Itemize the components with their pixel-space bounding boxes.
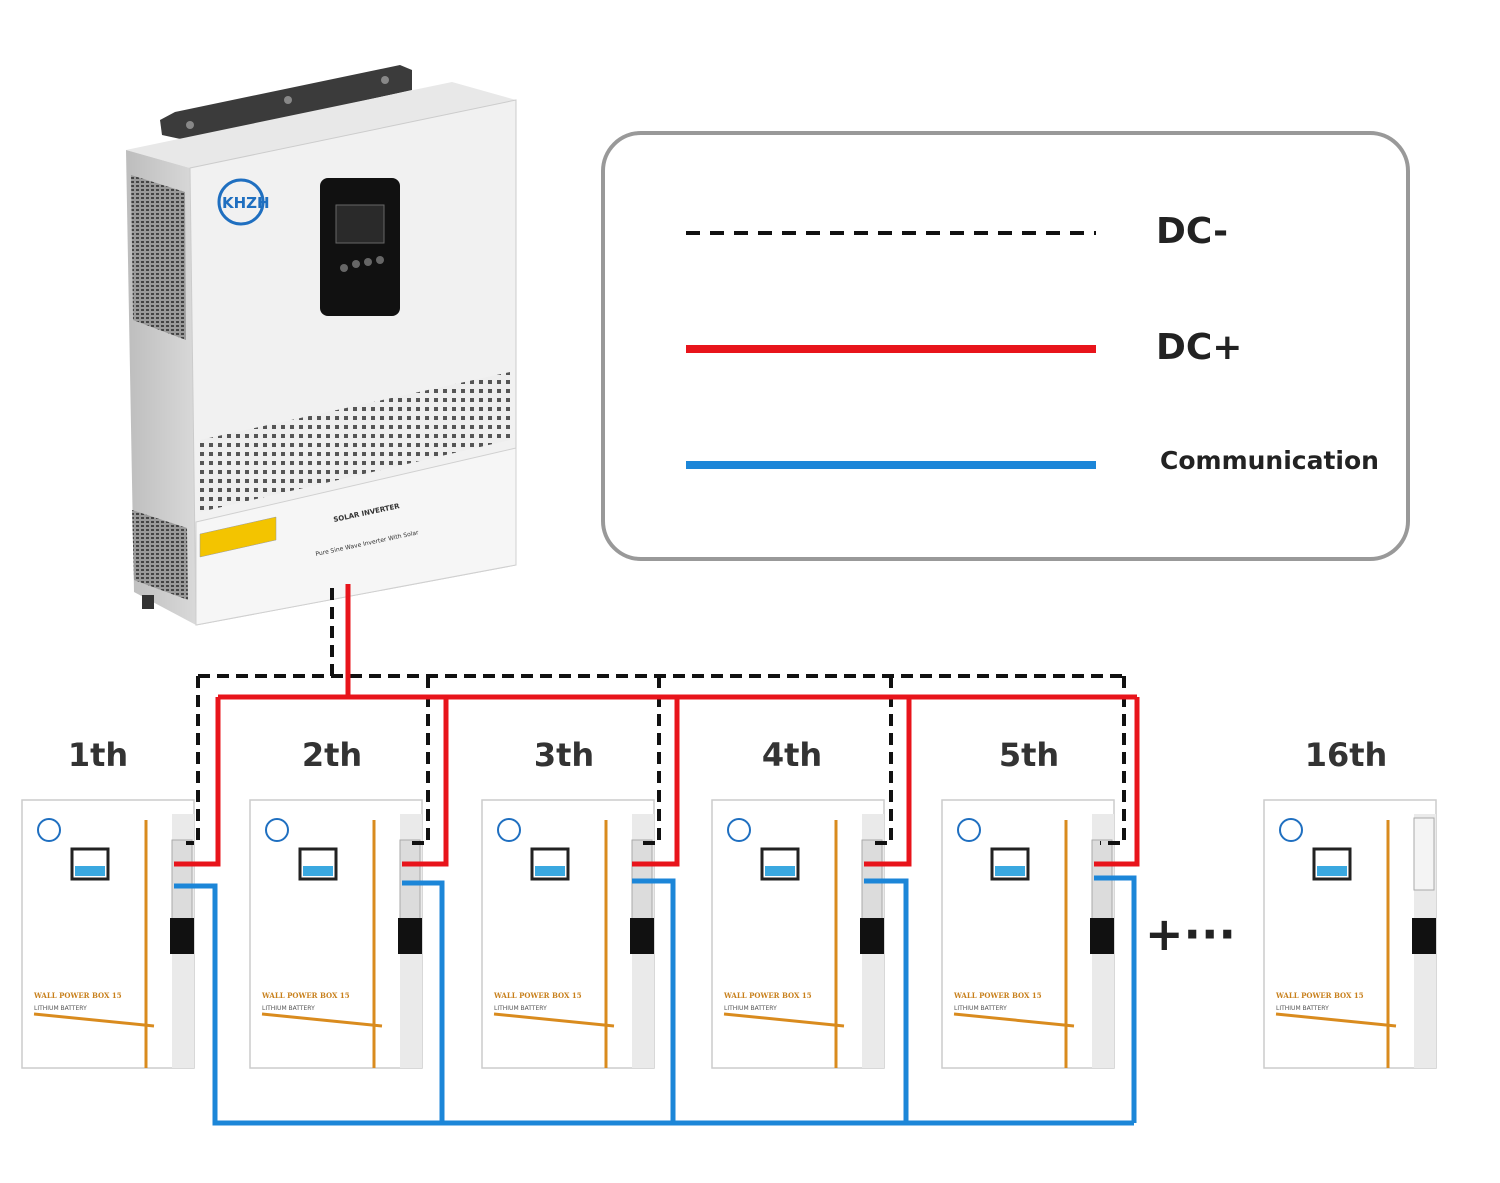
legend-label-communication: Communication xyxy=(1160,446,1379,475)
inverter-logo: KHZH xyxy=(217,178,270,226)
dc-plus-wires xyxy=(174,584,1140,867)
battery-1: WALL POWER BOX 15 LITHIUM BATTERY xyxy=(21,799,195,1069)
svg-text:KHZH: KHZH xyxy=(222,194,270,212)
inverter-control-panel xyxy=(320,178,400,316)
svg-text:LITHIUM BATTERY: LITHIUM BATTERY xyxy=(494,1005,547,1012)
battery-body xyxy=(941,799,1115,1069)
battery-body xyxy=(1263,799,1437,1069)
battery-label-1: 1th xyxy=(68,736,128,774)
legend-label-dc-minus: DC- xyxy=(1156,211,1228,252)
battery-body xyxy=(249,799,423,1069)
inverter-lcd xyxy=(335,204,385,244)
continuation-marker: +··· xyxy=(1145,907,1236,961)
svg-text:WALL POWER BOX 15: WALL POWER BOX 15 xyxy=(953,991,1042,1000)
battery-port-panel xyxy=(1413,817,1435,891)
svg-text:LITHIUM BATTERY: LITHIUM BATTERY xyxy=(34,1005,87,1012)
battery-port-panel xyxy=(171,839,193,921)
legend-label-dc-plus: DC+ xyxy=(1156,327,1242,368)
battery-label-2: 2th xyxy=(302,736,362,774)
battery-label-3: 3th xyxy=(534,736,594,774)
battery-label-16: 16th xyxy=(1305,736,1388,774)
warning-label xyxy=(199,516,277,558)
inverter: KHZH SOLAR INVERTER Pure Sine Wave Inver… xyxy=(126,65,517,626)
svg-text:LITHIUM BATTERY: LITHIUM BATTERY xyxy=(262,1005,315,1012)
svg-text:LITHIUM BATTERY: LITHIUM BATTERY xyxy=(954,1005,1007,1012)
communication-wires xyxy=(174,875,1137,1126)
svg-text:WALL POWER BOX 15: WALL POWER BOX 15 xyxy=(1275,991,1364,1000)
battery-port-panel xyxy=(399,839,421,921)
dc-minus-wires xyxy=(186,588,1126,845)
svg-text:LITHIUM BATTERY: LITHIUM BATTERY xyxy=(1276,1005,1329,1012)
svg-text:WALL POWER BOX 15: WALL POWER BOX 15 xyxy=(493,991,582,1000)
battery-2: WALL POWER BOX 15 LITHIUM BATTERY xyxy=(249,799,423,1069)
battery-5: WALL POWER BOX 15 LITHIUM BATTERY xyxy=(941,799,1115,1069)
legend: DC- DC+ Communication xyxy=(601,131,1410,561)
battery-body xyxy=(21,799,195,1069)
inverter-vents xyxy=(200,372,510,512)
svg-text:WALL POWER BOX 15: WALL POWER BOX 15 xyxy=(723,991,812,1000)
battery-16: WALL POWER BOX 15 LITHIUM BATTERY xyxy=(1263,799,1437,1069)
battery-3: WALL POWER BOX 15 LITHIUM BATTERY xyxy=(481,799,655,1069)
svg-text:WALL POWER BOX 15: WALL POWER BOX 15 xyxy=(33,991,122,1000)
battery-label-5: 5th xyxy=(999,736,1059,774)
battery-label-4: 4th xyxy=(762,736,822,774)
battery-body xyxy=(711,799,885,1069)
battery-body xyxy=(481,799,655,1069)
svg-text:LITHIUM BATTERY: LITHIUM BATTERY xyxy=(724,1005,777,1012)
svg-text:WALL POWER BOX 15: WALL POWER BOX 15 xyxy=(261,991,350,1000)
wiring xyxy=(174,584,1140,1126)
battery-4: WALL POWER BOX 15 LITHIUM BATTERY xyxy=(711,799,885,1069)
